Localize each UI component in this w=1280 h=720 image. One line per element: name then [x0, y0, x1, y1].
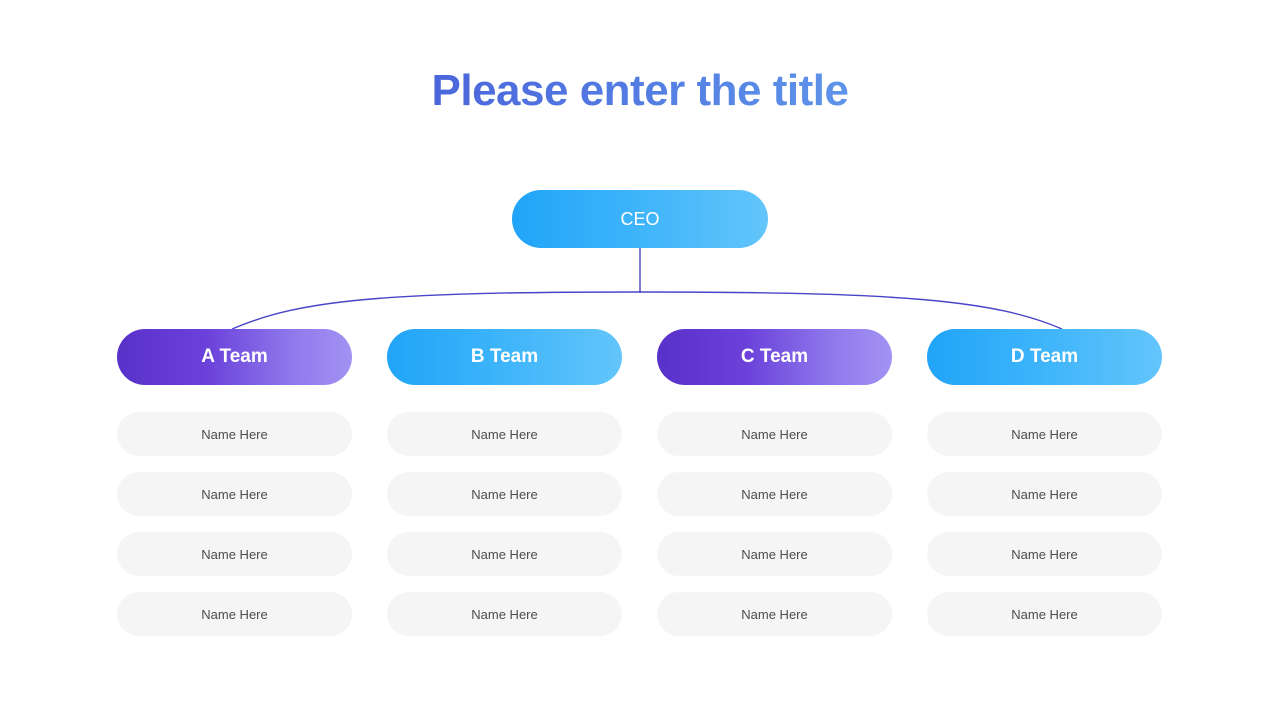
- org-node-team-c[interactable]: C Team: [657, 329, 892, 385]
- member-name: Name Here: [1011, 546, 1078, 562]
- member-name: Name Here: [471, 486, 538, 502]
- member-name: Name Here: [741, 546, 808, 562]
- member-pill[interactable]: Name Here: [657, 412, 892, 456]
- org-node-team-b-label: B Team: [470, 346, 539, 367]
- member-name: Name Here: [741, 426, 808, 442]
- org-node-team-a[interactable]: A Team: [117, 329, 352, 385]
- connector-arc-teams: [231, 291, 1063, 330]
- org-node-team-d-label: D Team: [1010, 346, 1079, 367]
- team-column-d: D Team Name Here Name Here Name Here Nam…: [927, 329, 1162, 636]
- member-pill[interactable]: Name Here: [387, 532, 622, 576]
- member-name: Name Here: [471, 546, 538, 562]
- member-name: Name Here: [201, 426, 268, 442]
- team-column-b: B Team Name Here Name Here Name Here Nam…: [387, 329, 622, 636]
- org-node-team-b[interactable]: B Team: [387, 329, 622, 385]
- member-name: Name Here: [201, 546, 268, 562]
- member-name: Name Here: [1011, 426, 1078, 442]
- org-node-team-c-label: C Team: [740, 346, 809, 367]
- member-name: Name Here: [741, 486, 808, 502]
- page-title: Please enter the title: [0, 62, 1280, 120]
- member-name: Name Here: [1011, 486, 1078, 502]
- member-name: Name Here: [471, 606, 538, 622]
- member-pill[interactable]: Name Here: [117, 592, 352, 636]
- member-name: Name Here: [471, 426, 538, 442]
- member-pill[interactable]: Name Here: [117, 412, 352, 456]
- team-columns: A Team Name Here Name Here Name Here Nam…: [117, 329, 1163, 636]
- member-name: Name Here: [201, 606, 268, 622]
- team-column-c: C Team Name Here Name Here Name Here Nam…: [657, 329, 892, 636]
- member-pill[interactable]: Name Here: [927, 592, 1162, 636]
- member-pill[interactable]: Name Here: [927, 412, 1162, 456]
- org-node-team-d[interactable]: D Team: [927, 329, 1162, 385]
- member-pill[interactable]: Name Here: [387, 412, 622, 456]
- member-pill[interactable]: Name Here: [657, 532, 892, 576]
- member-pill[interactable]: Name Here: [927, 532, 1162, 576]
- member-pill[interactable]: Name Here: [117, 472, 352, 516]
- member-pill[interactable]: Name Here: [657, 472, 892, 516]
- member-pill[interactable]: Name Here: [387, 472, 622, 516]
- org-node-ceo-label: CEO: [620, 208, 660, 229]
- team-column-a: A Team Name Here Name Here Name Here Nam…: [117, 329, 352, 636]
- member-pill[interactable]: Name Here: [387, 592, 622, 636]
- org-node-ceo[interactable]: CEO: [512, 190, 768, 248]
- member-name: Name Here: [201, 486, 268, 502]
- member-name: Name Here: [741, 606, 808, 622]
- member-pill[interactable]: Name Here: [657, 592, 892, 636]
- member-name: Name Here: [1011, 606, 1078, 622]
- member-pill[interactable]: Name Here: [117, 532, 352, 576]
- org-node-team-a-label: A Team: [201, 346, 268, 367]
- member-pill[interactable]: Name Here: [927, 472, 1162, 516]
